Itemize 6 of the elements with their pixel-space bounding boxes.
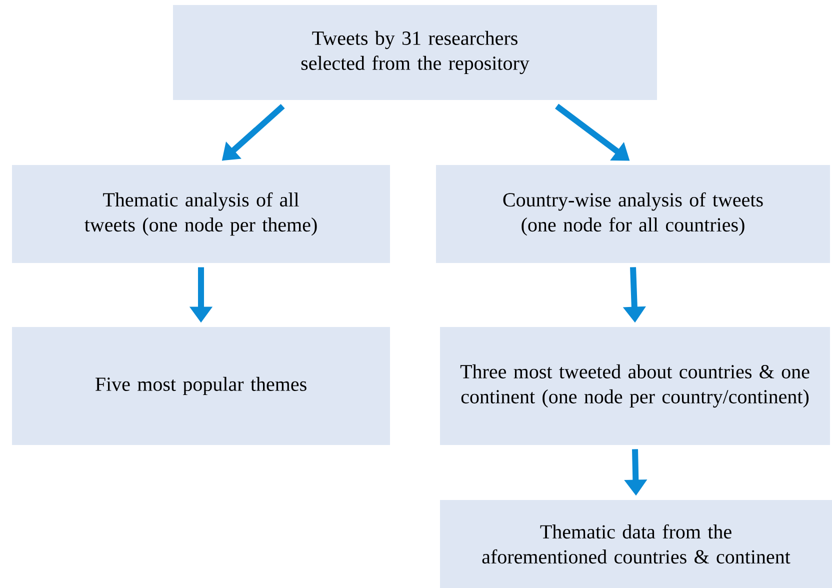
process-box: Country-wise analysis of tweets (one node for all countries) bbox=[436, 165, 830, 263]
process-box: Thematic data from the aforementioned countries & continent bbox=[440, 500, 832, 588]
process-box: Three most tweeted about countries & one continent (one node per country/continent) bbox=[440, 327, 830, 445]
process-box: Tweets by 31 researchers selected from the repository bbox=[173, 4, 657, 100]
process-box: Five most popular themes bbox=[12, 327, 390, 445]
process-box: Thematic analysis of all tweets (one node per theme) bbox=[12, 165, 390, 263]
